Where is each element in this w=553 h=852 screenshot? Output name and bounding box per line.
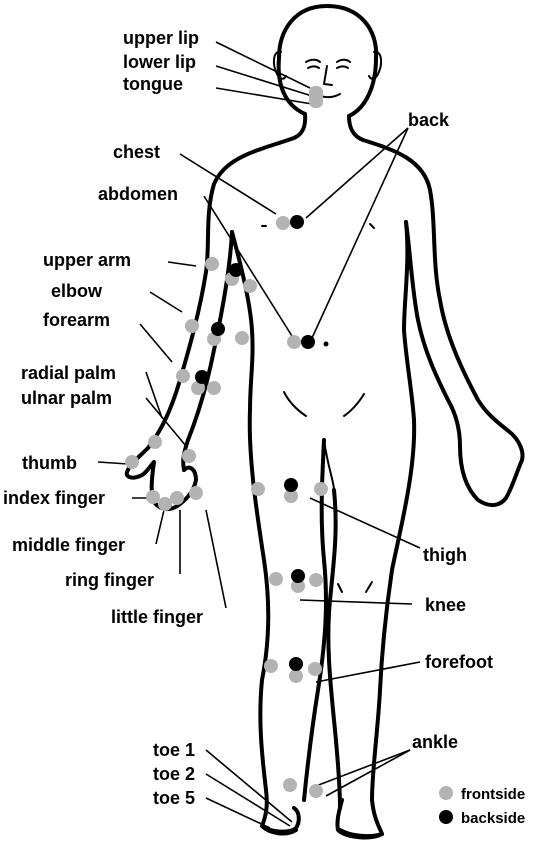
- ankle-front-dot-2: [309, 784, 323, 798]
- back-lower-dot: [301, 335, 315, 349]
- elbow-front-dot-1: [185, 319, 199, 333]
- labels: upper lip lower lip tongue back chest ab…: [3, 28, 493, 808]
- label-ulnar-palm: ulnar palm: [21, 388, 112, 408]
- label-ring-finger: ring finger: [65, 570, 154, 590]
- middle-finger-front-dot: [158, 497, 172, 511]
- label-radial-palm: radial palm: [21, 363, 116, 383]
- abdomen-front-dot: [287, 335, 301, 349]
- chest-front-dot: [276, 216, 290, 230]
- forefoot-front-dot-1: [264, 659, 278, 673]
- thigh-front-dot-1: [251, 482, 265, 496]
- little-finger-front-dot: [189, 486, 203, 500]
- legend-backside-swatch: [439, 810, 453, 824]
- label-abdomen: abdomen: [98, 184, 178, 204]
- thumb-front-dot: [125, 455, 139, 469]
- label-toe-5: toe 5: [153, 788, 195, 808]
- thigh-back-dot: [284, 478, 298, 492]
- leader-lines: [97, 41, 421, 829]
- elbow-front-dot-3: [235, 331, 249, 345]
- label-toe-1: toe 1: [153, 740, 195, 760]
- upper-arm-back-dot: [229, 263, 243, 277]
- label-elbow: elbow: [51, 281, 103, 301]
- forearm-front-dot-3: [207, 381, 221, 395]
- label-middle-finger: middle finger: [12, 535, 125, 555]
- legend-backside-label: backside: [461, 810, 525, 827]
- label-toe-2: toe 2: [153, 764, 195, 784]
- backside-dots: [195, 215, 329, 671]
- navel-dot: [323, 341, 329, 347]
- forearm-front-dot-1: [176, 369, 190, 383]
- legend-frontside-label: frontside: [461, 786, 525, 803]
- label-upper-lip: upper lip: [123, 28, 199, 48]
- forefoot-back-dot: [289, 657, 303, 671]
- tongue-dot: [309, 86, 323, 108]
- upper-arm-front-dot-1: [205, 257, 219, 271]
- elbow-back-dot: [211, 322, 225, 336]
- legend: frontside backside: [439, 786, 525, 827]
- label-ankle: ankle: [412, 732, 458, 752]
- index-finger-front-dot: [146, 490, 160, 504]
- label-forearm: forearm: [43, 310, 110, 330]
- thigh-front-dot-2: [284, 489, 298, 503]
- label-thigh: thigh: [423, 545, 467, 565]
- forefoot-front-dot-3: [308, 662, 322, 676]
- label-forefoot: forefoot: [425, 652, 493, 672]
- knee-back-dot: [291, 569, 305, 583]
- knee-front-dot-3: [309, 573, 323, 587]
- ankle-front-dot-1: [283, 778, 297, 792]
- legend-frontside-swatch: [439, 786, 453, 800]
- label-tongue: tongue: [123, 74, 183, 94]
- knee-front-dot-1: [269, 572, 283, 586]
- body-outline: [124, 4, 525, 840]
- knee-front-dot-2: [291, 579, 305, 593]
- forearm-front-dot-2: [191, 381, 205, 395]
- upper-arm-front-dot-3: [243, 279, 257, 293]
- thigh-front-dot-3: [314, 482, 328, 496]
- label-little-finger: little finger: [111, 607, 203, 627]
- back-upper-dot: [290, 215, 304, 229]
- label-upper-arm: upper arm: [43, 250, 131, 270]
- radial-palm-front-dot: [148, 435, 162, 449]
- ulnar-palm-front-dot: [182, 449, 196, 463]
- ring-finger-front-dot: [170, 491, 184, 505]
- forearm-back-dot: [195, 370, 209, 384]
- label-lower-lip: lower lip: [123, 52, 196, 72]
- frontside-dots: [125, 86, 328, 798]
- label-knee: knee: [425, 595, 466, 615]
- label-index-finger: index finger: [3, 488, 105, 508]
- label-chest: chest: [113, 142, 160, 162]
- forefoot-front-dot-2: [289, 669, 303, 683]
- label-thumb: thumb: [22, 453, 77, 473]
- label-back: back: [408, 110, 450, 130]
